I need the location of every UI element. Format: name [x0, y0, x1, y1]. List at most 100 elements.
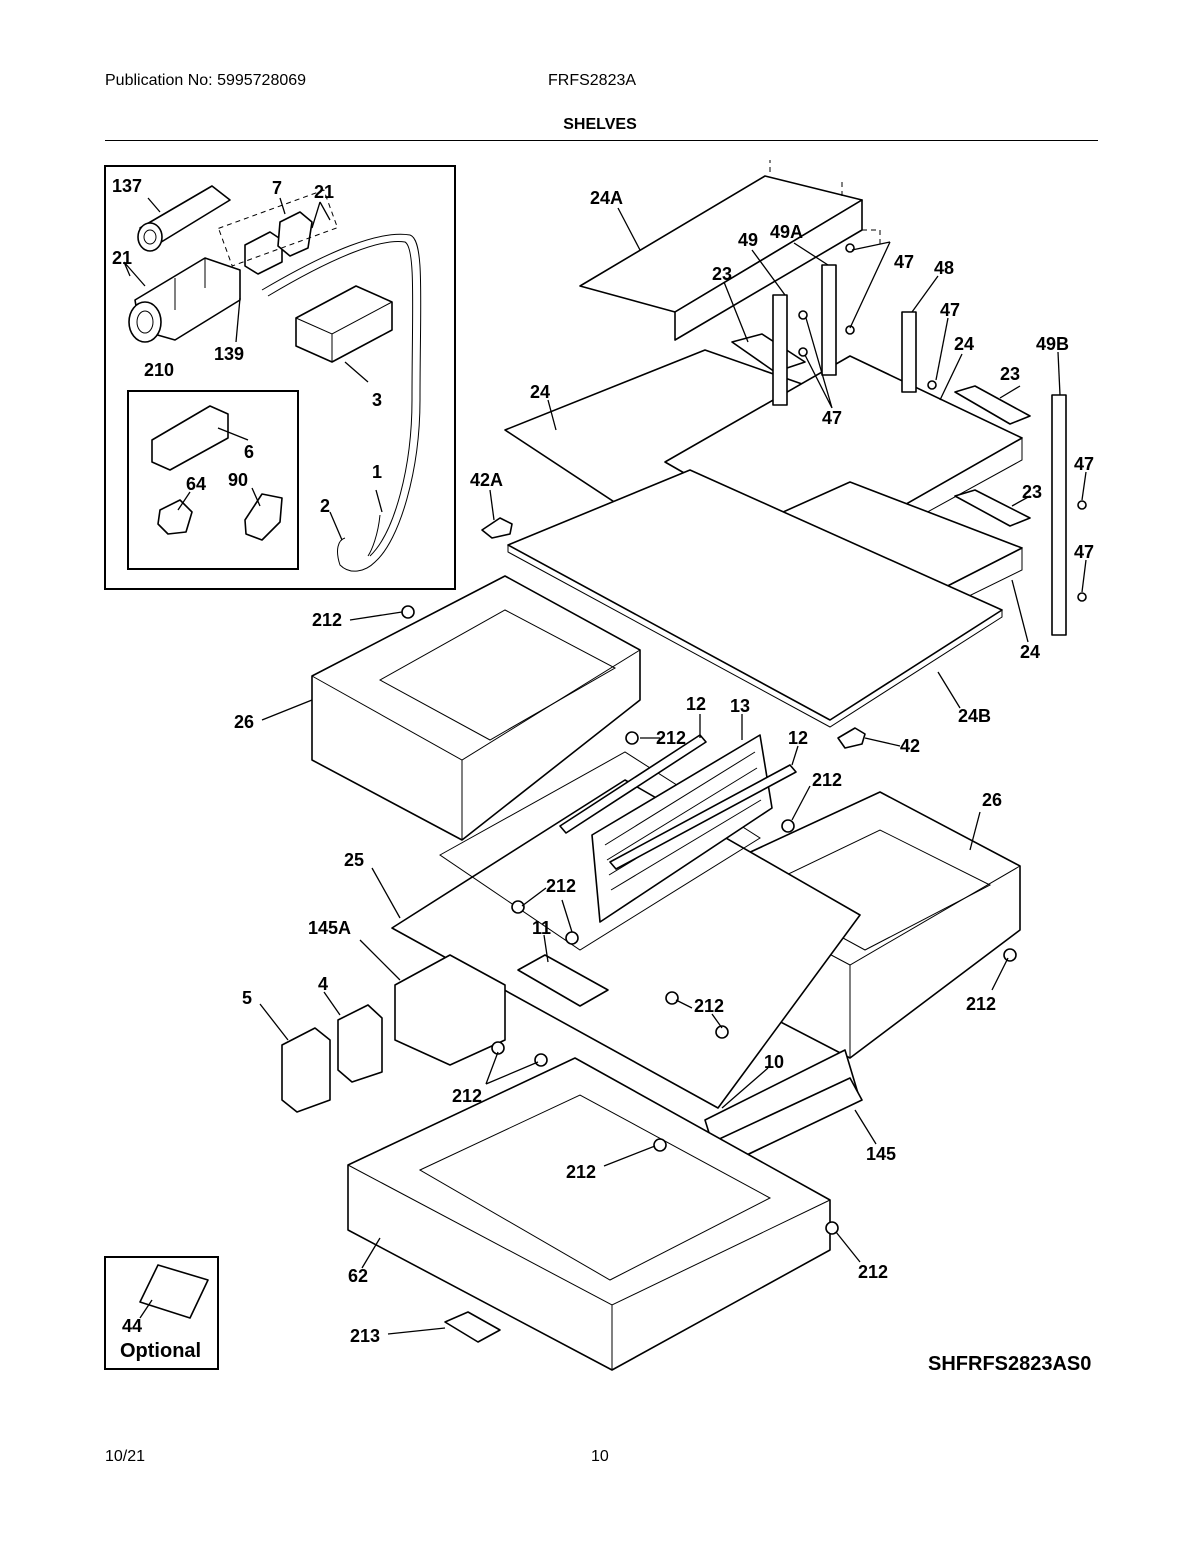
callout-48: 48 — [934, 258, 954, 278]
ladder-49A — [821, 264, 837, 376]
callout-23-lower: 23 — [1022, 482, 1042, 502]
screws-47 — [798, 243, 1087, 602]
callout-12-left: 12 — [686, 694, 706, 714]
callout-2: 2 — [320, 496, 330, 516]
part-44-drawing — [139, 1264, 209, 1319]
publication-number: Publication No: 5995728069 — [105, 72, 307, 89]
rail-12-right — [609, 764, 797, 870]
callout-139: 139 — [214, 344, 244, 364]
filter-head-drawing — [128, 257, 241, 343]
support-23-upper — [954, 385, 1031, 425]
callout-26-left: 26 — [234, 712, 254, 732]
callout-21-left: 21 — [112, 248, 132, 268]
callout-137: 137 — [112, 176, 142, 196]
inset-frame — [104, 165, 456, 590]
callout-25: 25 — [344, 850, 364, 870]
callout-210: 210 — [144, 360, 174, 380]
cover-5 — [281, 1027, 331, 1113]
crisper-cover-25 — [391, 751, 861, 1109]
section-title: SHELVES — [563, 116, 637, 133]
top-shelf-24A — [579, 160, 881, 341]
grommets-212 — [401, 605, 1017, 1235]
callout-labels: 137 7 21 21 210 139 3 6 64 90 1 2 24A 49… — [112, 176, 1094, 1346]
callout-212-upper-right: 212 — [812, 770, 842, 790]
callout-23-right: 23 — [1000, 364, 1020, 384]
callout-212-drawer: 212 — [566, 1162, 596, 1182]
cover-drawing — [295, 285, 393, 363]
callout-21-top: 21 — [314, 182, 334, 202]
callout-4: 4 — [318, 974, 328, 994]
callout-5: 5 — [242, 988, 252, 1008]
callout-13: 13 — [730, 696, 750, 716]
cover-4 — [337, 1004, 383, 1083]
callout-212-center: 212 — [656, 728, 686, 748]
callout-11: 11 — [532, 918, 551, 938]
bracket-drawing — [217, 189, 339, 275]
callout-212-bottom-right: 212 — [858, 1262, 888, 1282]
small-clip-drawing — [157, 499, 193, 535]
footer-date: 10/21 — [105, 1448, 146, 1465]
callout-47-center: 47 — [822, 408, 842, 428]
callout-47-right-upper: 47 — [1074, 454, 1094, 474]
bottom-drawer-62 — [347, 1057, 831, 1371]
callout-49B: 49B — [1036, 334, 1069, 354]
callout-10: 10 — [764, 1052, 784, 1072]
callout-47-right-lower: 47 — [1074, 542, 1094, 562]
clamp-drawing — [244, 493, 283, 541]
model-number: FRFS2823A — [548, 72, 637, 89]
callout-47-top: 47 — [894, 252, 914, 272]
bracket-42 — [837, 727, 866, 749]
drawing-code: SHFRFS2823AS0 — [928, 1353, 1091, 1375]
inset-subframe — [127, 390, 299, 570]
callout-49: 49 — [738, 230, 758, 250]
callout-24-lower-right: 24 — [1020, 642, 1040, 662]
callout-47-mid: 47 — [940, 300, 960, 320]
crisper-drawer-left-26 — [311, 575, 641, 841]
ladder-49B — [1051, 394, 1067, 636]
support-23-lower — [954, 489, 1031, 527]
page-number: 10 — [591, 1448, 609, 1465]
callout-44: 44 — [122, 1316, 142, 1336]
callout-213: 213 — [350, 1326, 380, 1346]
ladder-49 — [772, 294, 788, 406]
water-filter-inset — [104, 165, 456, 590]
callout-3: 3 — [372, 390, 382, 410]
callout-145A: 145A — [308, 918, 351, 938]
callout-212-right: 212 — [966, 994, 996, 1014]
control-11 — [517, 954, 609, 1007]
rail-48 — [901, 311, 917, 393]
callout-24-upper-right: 24 — [954, 334, 974, 354]
callout-42A: 42A — [470, 470, 503, 490]
bottom-shelf-24B — [507, 469, 1003, 728]
callout-26-right: 26 — [982, 790, 1002, 810]
filter-cartridge-drawing — [137, 185, 231, 252]
callout-145: 145 — [866, 1144, 896, 1164]
callout-212-top-left: 212 — [312, 610, 342, 630]
leader-lines — [123, 197, 1087, 1335]
callout-6: 6 — [244, 442, 254, 462]
optional-frame — [104, 1256, 219, 1370]
callout-212-lower-left: 212 — [452, 1086, 482, 1106]
callout-62: 62 — [348, 1266, 368, 1286]
optional-label: Optional — [120, 1340, 201, 1362]
callout-12-right: 12 — [788, 728, 808, 748]
callout-64: 64 — [186, 474, 206, 494]
bracket-42A — [481, 517, 513, 539]
callout-24-left: 24 — [530, 382, 550, 402]
callout-42: 42 — [900, 736, 920, 756]
header-rule — [105, 140, 1098, 141]
housing-145A — [394, 954, 506, 1066]
callout-23-top: 23 — [712, 264, 732, 284]
clip-drawing — [151, 405, 229, 471]
callout-90: 90 — [228, 470, 248, 490]
rail-12-left — [559, 734, 707, 834]
callout-7: 7 — [272, 178, 282, 198]
callout-212-lower-center: 212 — [694, 996, 724, 1016]
callout-1: 1 — [372, 462, 382, 482]
callout-24A: 24A — [590, 188, 623, 208]
callout-49A: 49A — [770, 222, 803, 242]
callout-212-cover: 212 — [546, 876, 576, 896]
clip-213 — [444, 1311, 501, 1343]
callout-24B: 24B — [958, 706, 991, 726]
